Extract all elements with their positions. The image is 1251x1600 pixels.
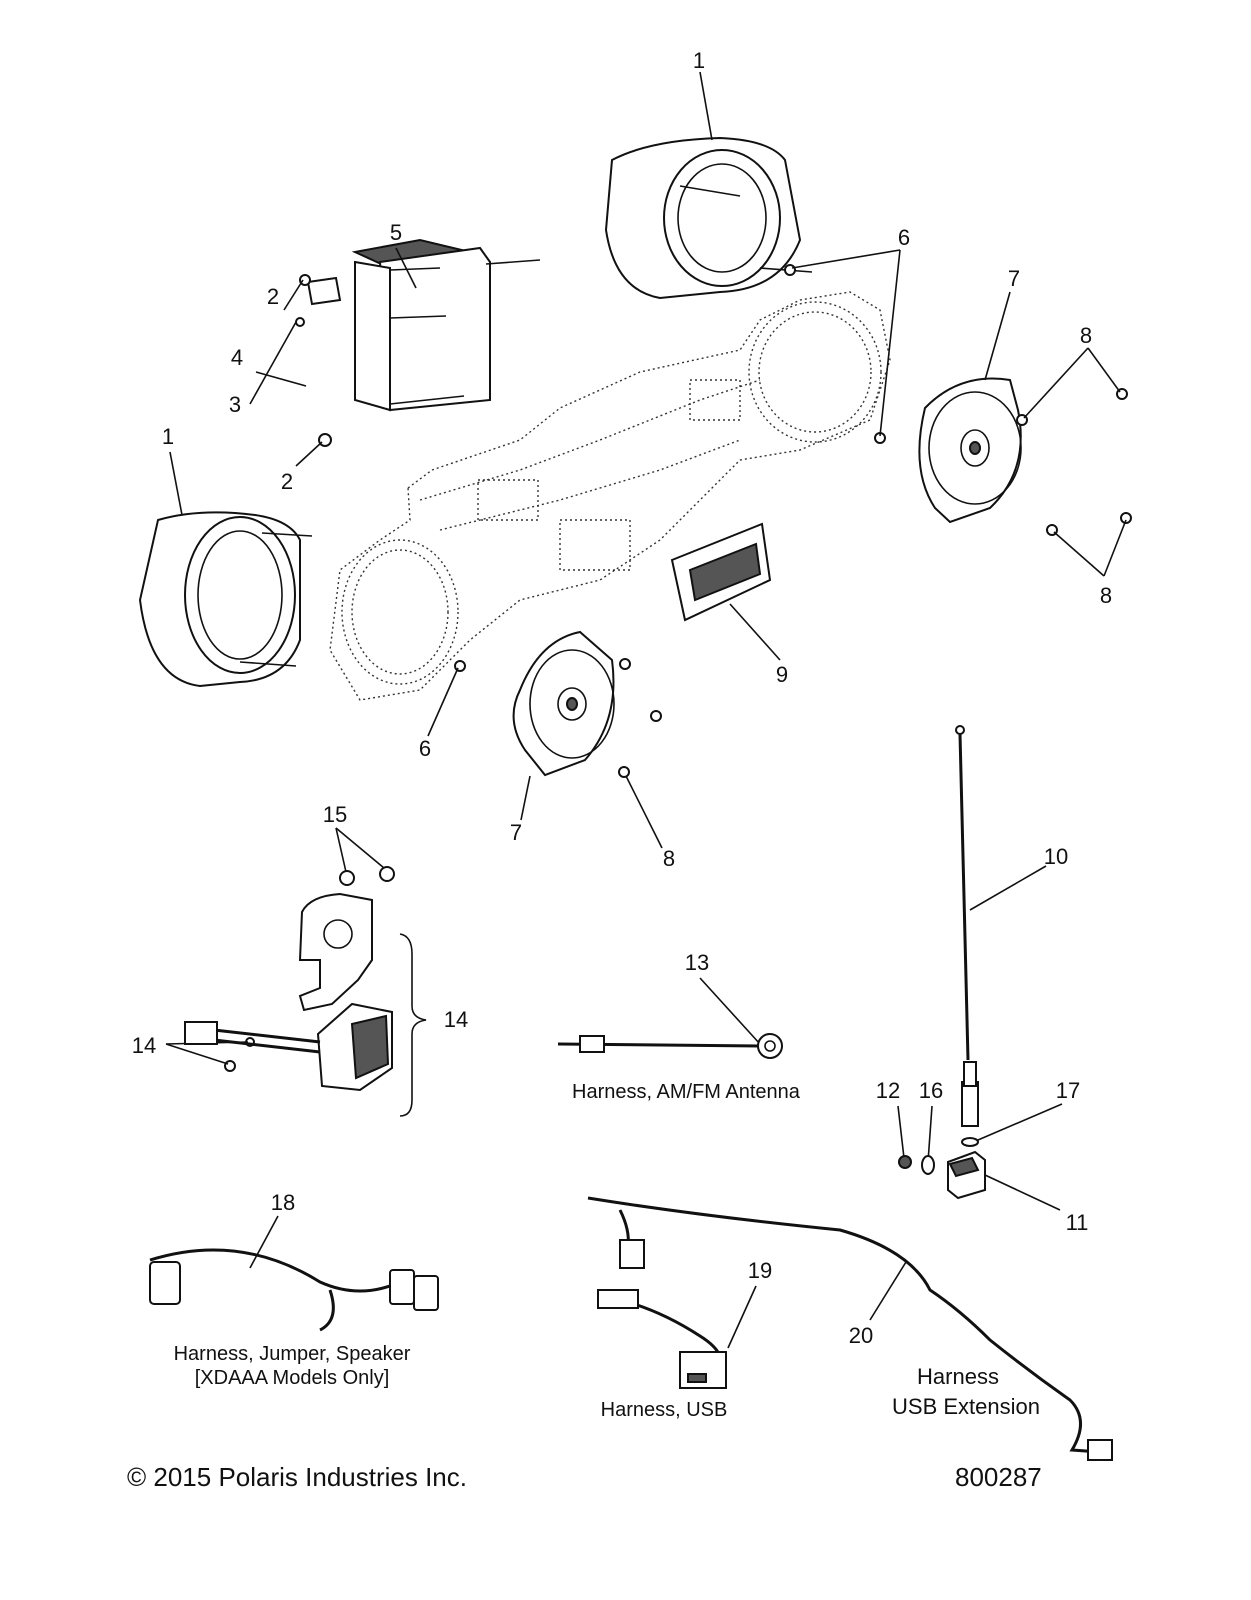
speaker-right xyxy=(918,377,1022,524)
callout-6-bottom: 6 xyxy=(419,736,431,761)
callout-8-bottom: 8 xyxy=(663,846,675,871)
usb-extension-harness xyxy=(587,1196,1113,1461)
callout-7-left: 7 xyxy=(510,820,522,845)
callout-8-right: 8 xyxy=(1100,583,1112,608)
antenna-harness xyxy=(557,1033,783,1059)
callout-16: 16 xyxy=(919,1078,943,1103)
speaker-left xyxy=(512,630,615,777)
callout-20: 20 xyxy=(849,1323,873,1348)
callout-2-top: 2 xyxy=(267,284,279,309)
callout-4: 4 xyxy=(231,345,243,370)
callout-1-left: 1 xyxy=(162,424,174,449)
speaker-bracket-assembly xyxy=(184,892,393,1092)
callout-3: 3 xyxy=(229,392,241,417)
diagram-number: 800287 xyxy=(955,1462,1042,1492)
copyright-text: © 2015 Polaris Industries Inc. xyxy=(127,1462,467,1492)
callout-10: 10 xyxy=(1044,844,1068,869)
callout-9: 9 xyxy=(776,662,788,687)
callout-5: 5 xyxy=(390,220,402,245)
callout-14-left: 14 xyxy=(132,1033,156,1058)
callout-1-top: 1 xyxy=(693,48,705,73)
callout-8-top: 8 xyxy=(1080,323,1092,348)
callout-19: 19 xyxy=(748,1258,772,1283)
caption-jumper-line2: [XDAAA Models Only] xyxy=(195,1367,390,1389)
captions: Harness, AM/FM Antenna Harness, Jumper, … xyxy=(174,1081,1040,1421)
callout-15: 15 xyxy=(323,802,347,827)
callout-6-top: 6 xyxy=(898,225,910,250)
speaker-pod-left xyxy=(138,511,313,688)
callout-numbers: 1 1 2 2 3 4 5 6 6 7 7 8 8 8 9 10 11 12 1… xyxy=(132,48,1112,1348)
callout-17: 17 xyxy=(1056,1078,1080,1103)
callout-12: 12 xyxy=(876,1078,900,1103)
caption-usb-ext-line1: Harness xyxy=(917,1364,999,1389)
dashboard-frame xyxy=(329,291,891,701)
jumper-harness xyxy=(149,1248,439,1332)
caption-antenna-harness: Harness, AM/FM Antenna xyxy=(572,1081,801,1103)
callout-7-right: 7 xyxy=(1008,266,1020,291)
amplifier xyxy=(306,238,541,412)
radio-unit xyxy=(670,522,781,661)
usb-harness xyxy=(597,1289,727,1389)
caption-usb-ext-line2: USB Extension xyxy=(892,1394,1040,1419)
callout-11: 11 xyxy=(1066,1210,1089,1235)
callout-2-bottom: 2 xyxy=(281,469,293,494)
antenna xyxy=(898,725,986,1200)
caption-usb: Harness, USB xyxy=(601,1399,728,1421)
caption-jumper-line1: Harness, Jumper, Speaker xyxy=(174,1343,411,1365)
brace-14 xyxy=(399,933,427,1117)
callout-18: 18 xyxy=(271,1190,295,1215)
callout-13: 13 xyxy=(685,950,709,975)
speaker-pod-top xyxy=(604,136,813,300)
callout-14-right: 14 xyxy=(444,1007,468,1032)
footer: © 2015 Polaris Industries Inc. 800287 xyxy=(127,1462,1042,1492)
